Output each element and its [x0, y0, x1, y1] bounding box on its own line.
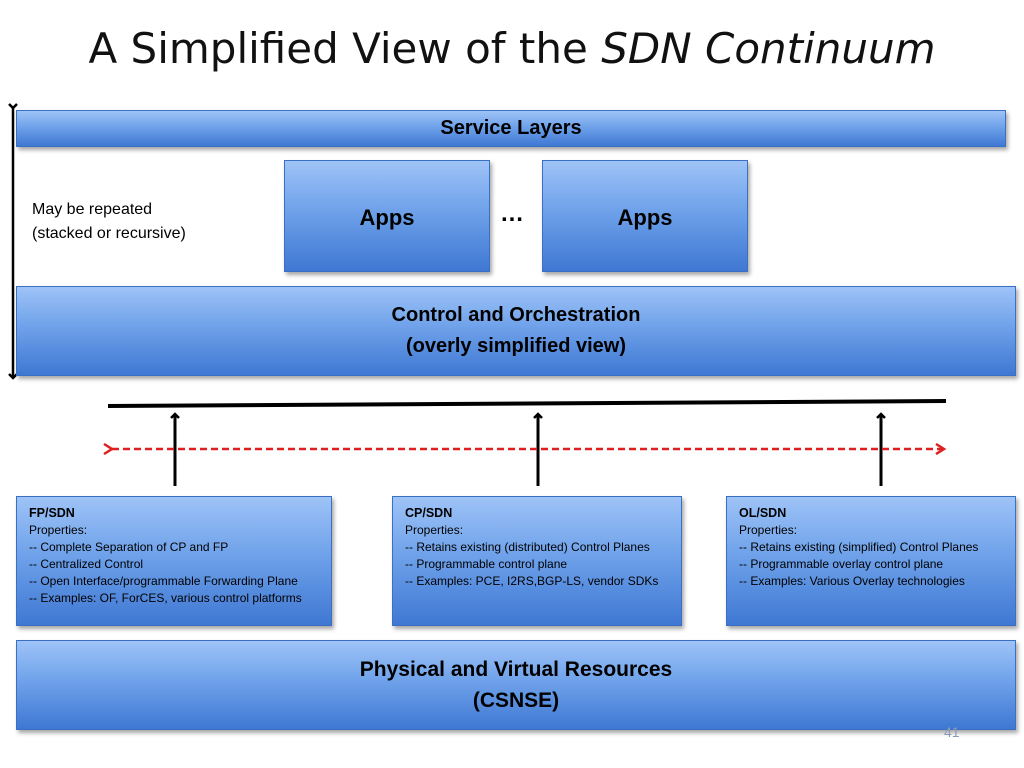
slide-title: A Simplified View of the SDN Continuum: [0, 24, 1024, 73]
fp-sdn-line: -- Examples: OF, ForCES, various control…: [29, 591, 302, 605]
repeat-note: May be repeated (stacked or recursive): [32, 198, 186, 246]
apps-label: Apps: [359, 205, 415, 230]
page-number: 41: [944, 724, 960, 740]
apps-box-1: Apps: [284, 160, 490, 272]
cp-sdn-box: CP/SDN Properties: -- Retains existing (…: [392, 496, 682, 626]
control-line2: (overly simplified view): [405, 335, 627, 357]
slide-title-emphasis: SDN Continuum: [601, 24, 936, 73]
apps-label: Apps: [617, 205, 673, 230]
fp-sdn-line: -- Complete Separation of CP and FP: [29, 540, 229, 554]
cp-sdn-line: Properties:: [405, 523, 464, 537]
fp-sdn-line: -- Open Interface/programmable Forwardin…: [29, 574, 298, 588]
cp-sdn-line: -- Programmable control plane: [405, 557, 568, 571]
ol-sdn-box: OL/SDN Properties: -- Retains existing (…: [726, 496, 1016, 626]
cp-sdn-heading: CP/SDN: [405, 506, 453, 520]
interface-bar: [107, 399, 947, 408]
fp-sdn-line: Properties:: [29, 523, 88, 537]
fp-sdn-heading: FP/SDN: [29, 506, 75, 520]
repeat-note-line1: May be repeated: [32, 201, 153, 218]
physical-line2: (CSNSE): [472, 689, 560, 712]
ol-sdn-line: -- Programmable overlay control plane: [739, 557, 944, 571]
ol-sdn-line: -- Examples: Various Overlay technologie…: [739, 574, 965, 588]
apps-ellipsis: …: [500, 200, 524, 227]
physical-virtual-resources-box: Physical and Virtual Resources (CSNSE): [16, 640, 1016, 730]
control-line1: Control and Orchestration: [391, 304, 641, 326]
control-orchestration-box: Control and Orchestration (overly simpli…: [16, 286, 1016, 376]
service-layers-bar: Service Layers: [16, 110, 1006, 147]
slide-title-prefix: A Simplified View of the: [88, 24, 602, 73]
ol-sdn-line: Properties:: [739, 523, 798, 537]
cp-sdn-line: -- Examples: PCE, I2RS,BGP-LS, vendor SD…: [405, 574, 659, 588]
repeat-note-line2: (stacked or recursive): [32, 225, 186, 242]
fp-sdn-line: -- Centralized Control: [29, 557, 144, 571]
physical-line1: Physical and Virtual Resources: [359, 658, 673, 681]
service-layers-label: Service Layers: [440, 117, 582, 139]
ol-sdn-line: -- Retains existing (simplified) Control…: [739, 540, 979, 554]
ol-sdn-heading: OL/SDN: [739, 506, 787, 520]
cp-sdn-line: -- Retains existing (distributed) Contro…: [405, 540, 650, 554]
apps-box-2: Apps: [542, 160, 748, 272]
fp-sdn-box: FP/SDN Properties: -- Complete Separatio…: [16, 496, 332, 626]
